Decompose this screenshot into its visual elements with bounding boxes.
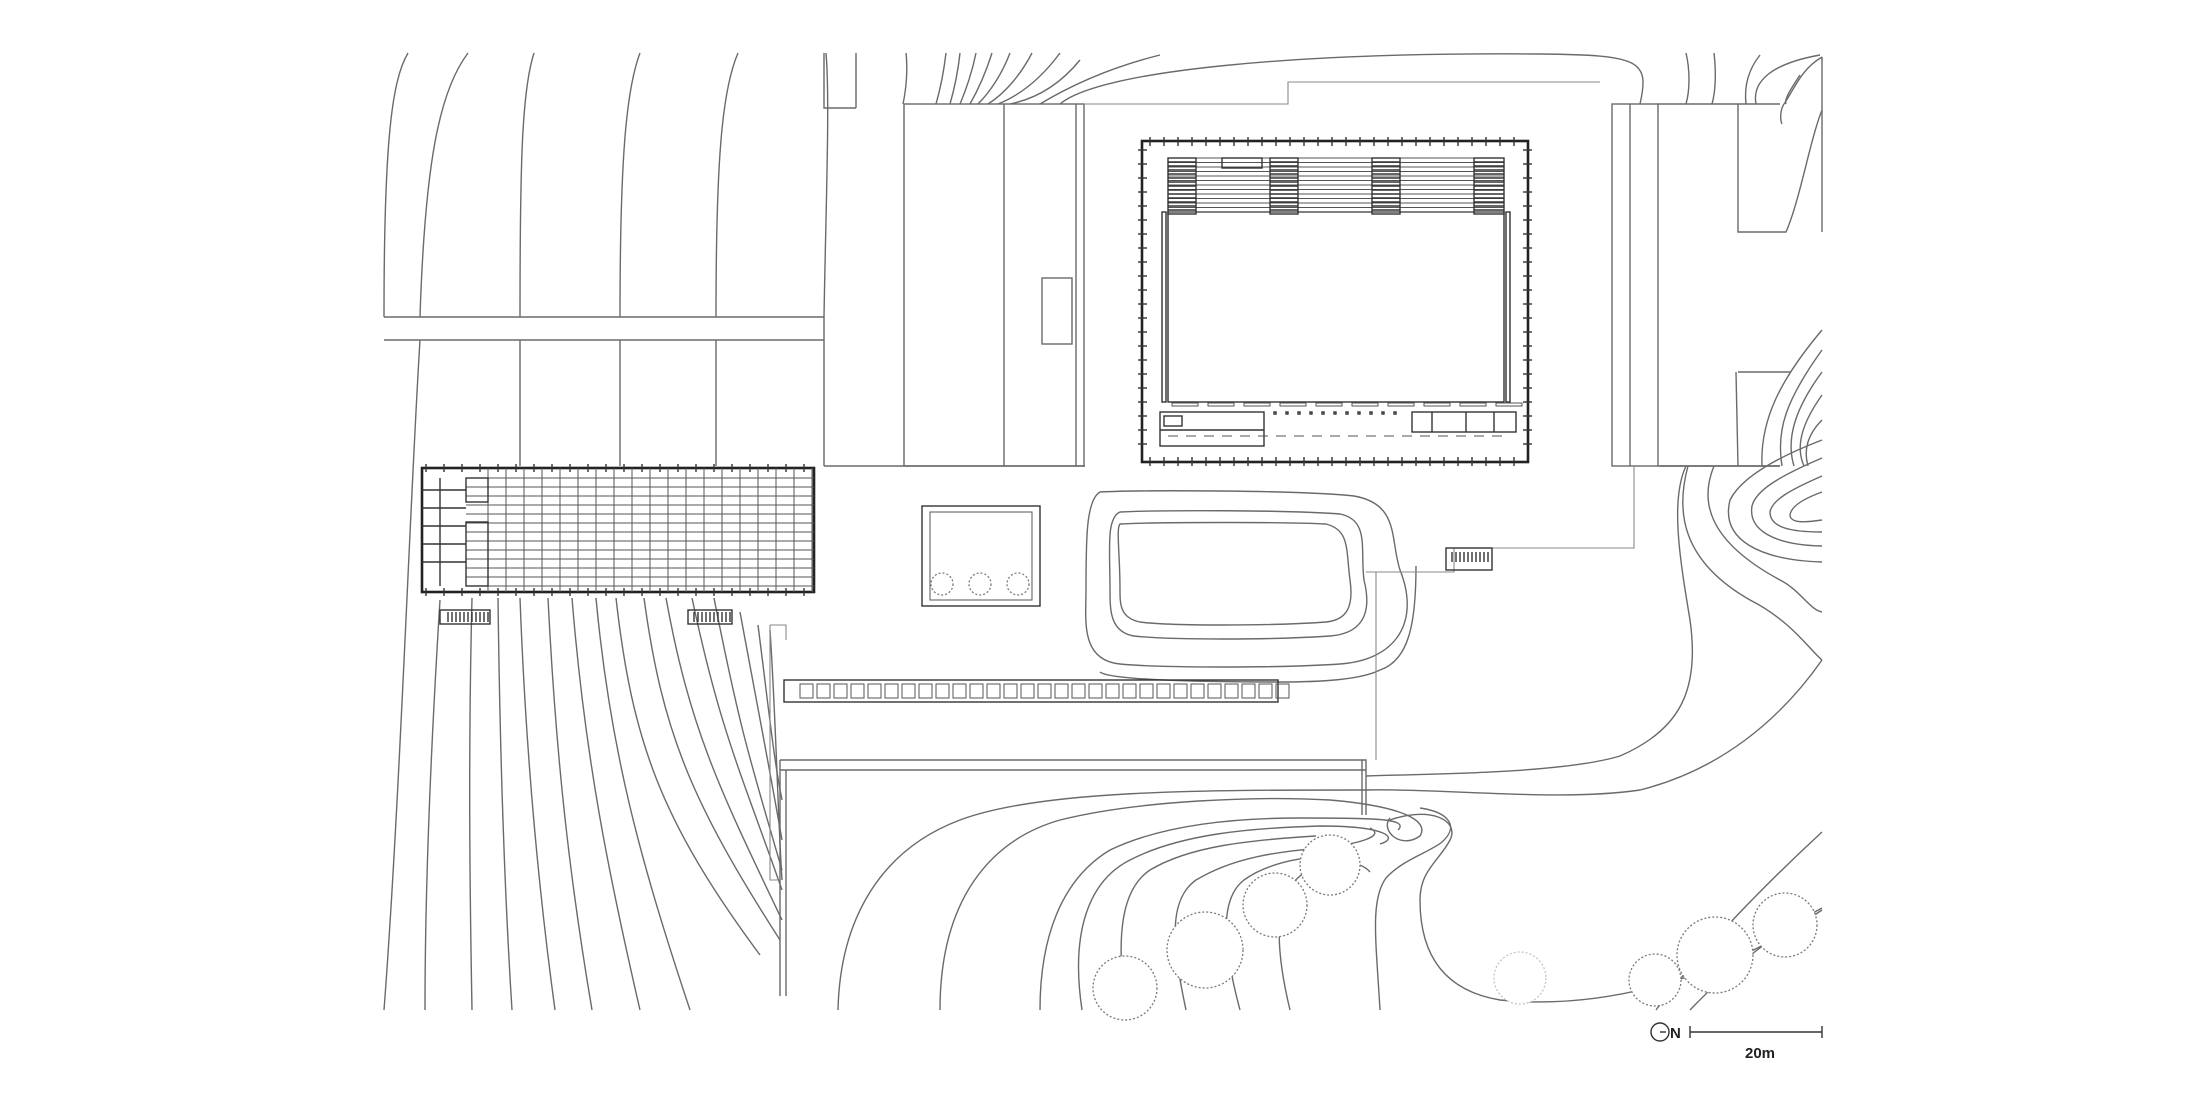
water-basin: [1085, 490, 1417, 683]
hall-colonnade-dots: [1168, 402, 1523, 437]
trees: [1092, 834, 1818, 1021]
segmented-bench: [783, 679, 1290, 703]
contour-lines-left-bottom: [383, 339, 783, 1011]
planter-courtyard: [921, 505, 1041, 607]
pavilion-grid-lines: [425, 464, 814, 596]
sports-hall-building: [1138, 137, 1532, 466]
scale-bar: 20m: [1689, 1026, 1823, 1062]
long-ramp: [769, 466, 1635, 996]
grandstand-seating: [1167, 157, 1505, 215]
contour-lines-bottom: [837, 465, 1823, 1011]
north-arrow: N: [1650, 1022, 1681, 1042]
grid-pavilion-building: [420, 464, 816, 625]
north-label: N: [1670, 1025, 1681, 1042]
contour-lines-left-top: [383, 52, 829, 318]
contour-lines-right: [1660, 52, 1823, 661]
hall-column-ticks: [1138, 137, 1532, 466]
access-road-left: [384, 53, 1085, 467]
contour-lines-top-middle: [855, 52, 1644, 108]
central-walkway: [903, 81, 1600, 467]
right-walkway: [1611, 103, 1780, 467]
scale-label: 20m: [1745, 1045, 1775, 1062]
